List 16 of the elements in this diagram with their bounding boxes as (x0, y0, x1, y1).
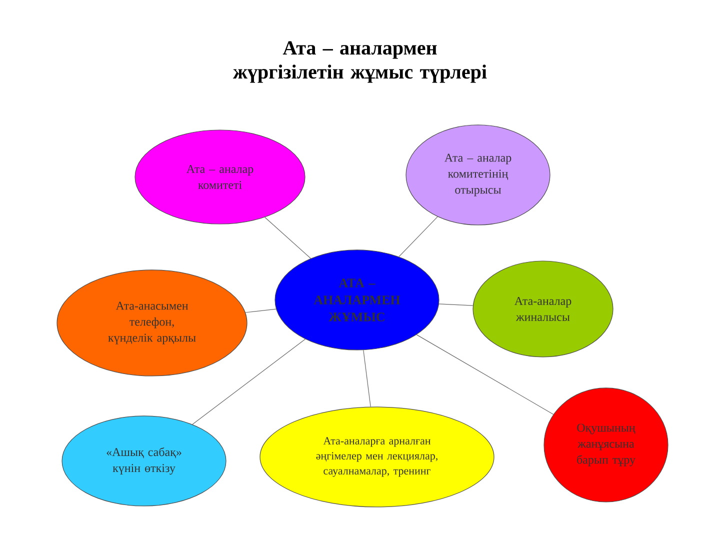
connector-line (438, 304, 474, 306)
ellipse-node: Ата-аналарға арналған әңгімелер мен лекциялар, сауалнамалар, тренинг (260, 406, 494, 508)
connector-line (192, 338, 306, 425)
ellipse-node: Оқушының жанұясына барып тұру (544, 388, 668, 502)
connector-line (398, 216, 438, 257)
ellipse-node: Ата-аналар жиналысы (472, 260, 614, 358)
connector-line (264, 216, 311, 259)
ellipse-node: «Ашық сабақ» күнін өткізу (62, 416, 226, 506)
connector-line (416, 334, 554, 415)
ellipse-node: Ата – аналар комитетінің отырысы (406, 124, 550, 226)
ellipse-node: Ата – аналар комитеті (134, 130, 306, 224)
connector-line (363, 350, 371, 408)
ellipse-node: АТА – АНАЛАРМЕН ЖҰМЫС (274, 250, 440, 350)
title: Ата – аналармен жүргізілетін жұмыс түрлері (233, 41, 487, 83)
ellipse-node: Ата-анасымен телефон, күнделік арқылы (56, 270, 248, 376)
connector-line (245, 308, 276, 313)
